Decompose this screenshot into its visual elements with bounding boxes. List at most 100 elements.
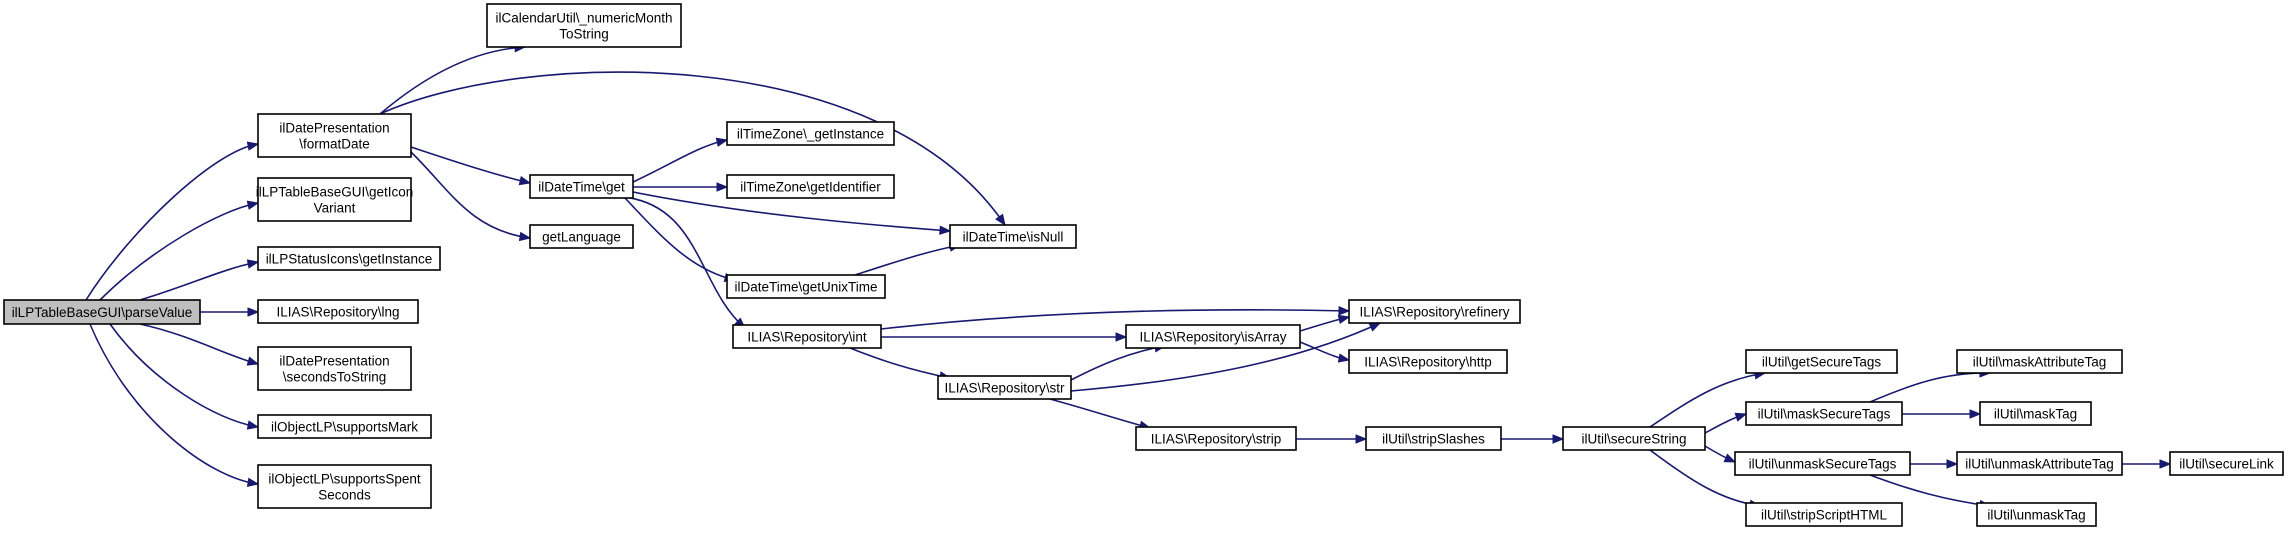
edge-line (632, 191, 951, 232)
node-box (257, 177, 412, 222)
node-unmaskSecureTags[interactable]: ilUtil\unmaskSecureTags (1734, 451, 1911, 476)
edge-unmaskSecureTags-to-unmaskAttributeTag (1910, 459, 1959, 469)
node-label: ilUtil\unmaskSecureTags (1749, 457, 1897, 472)
node-secureLink[interactable]: ilUtil\secureLink (2169, 451, 2284, 476)
node-box (726, 274, 886, 299)
edge-line (632, 139, 728, 183)
edge-isArray-to-http (1299, 341, 1351, 363)
edge-dtGet-to-repoInt (629, 197, 746, 329)
node-label: ilUtil\secureLink (2179, 457, 2274, 472)
node-box (1745, 502, 1903, 527)
node-label: ilCalendarUtil\_numericMonth (495, 11, 672, 26)
node-getLanguage[interactable]: getLanguage (529, 224, 634, 249)
node-box (529, 224, 634, 249)
node-box (529, 174, 634, 199)
node-label: ilTimeZone\getIdentifier (740, 180, 881, 195)
edge-strip-to-stripSlashes (1296, 434, 1368, 444)
node-label: \formatDate (299, 137, 370, 152)
edge-dtGet-to-tzGetInstance (632, 137, 729, 183)
node-statusGetInstance[interactable]: ilLPStatusIcons\getInstance (257, 246, 441, 271)
edge-repoStr-to-strip (1049, 398, 1152, 430)
edge-root-to-formatDate (85, 141, 260, 301)
node-label: ilUtil\unmaskTag (1987, 508, 2085, 523)
node-dtGet[interactable]: ilDateTime\get (529, 174, 634, 199)
arrowhead (247, 307, 260, 317)
node-maskTag[interactable]: ilUtil\maskTag (1979, 401, 2092, 426)
node-maskSecureTags[interactable]: ilUtil\maskSecureTags (1745, 401, 1903, 426)
node-label: getLanguage (542, 230, 621, 245)
edge-line (854, 244, 961, 276)
node-strip[interactable]: ILIAS\Repository\strip (1135, 426, 1297, 451)
edge-unmaskAttributeTag-to-secureLink (2122, 459, 2172, 469)
arrowhead (246, 141, 260, 151)
arrowhead (1723, 453, 1737, 463)
edge-root-to-secondsToString (139, 323, 260, 366)
node-box (1745, 401, 1903, 426)
node-http[interactable]: ILIAS\Repository\http (1348, 349, 1508, 374)
arrowhead (995, 213, 1006, 227)
arrowhead (246, 259, 260, 269)
node-label: ilUtil\getSecureTags (1762, 355, 1882, 370)
arrowhead (1969, 409, 1982, 419)
node-unmaskTag[interactable]: ilUtil\unmaskTag (1976, 502, 2097, 527)
node-label: ilUtil\unmaskAttributeTag (1965, 457, 2114, 472)
node-unmaskAttributeTag[interactable]: ilUtil\unmaskAttributeTag (1956, 451, 2123, 476)
edge-line (379, 71, 1006, 226)
edge-line (624, 197, 736, 281)
edge-repoStr-to-isArray (1070, 343, 1167, 381)
node-formatDate[interactable]: ilDatePresentation\formatDate (257, 113, 412, 158)
arrowhead (716, 182, 729, 192)
arrowhead (939, 225, 952, 235)
node-repoInt[interactable]: ILIAS\Repository\int (732, 324, 882, 349)
arrowhead (715, 137, 729, 147)
node-stripScriptHTML[interactable]: ilUtil\stripScriptHTML (1745, 502, 1903, 527)
node-getUnixTime[interactable]: ilDateTime\getUnixTime (726, 274, 886, 299)
edge-formatDate-to-getLanguage (410, 151, 532, 242)
arrowhead (1734, 412, 1748, 422)
node-stripSlashes[interactable]: ilUtil\stripSlashes (1365, 426, 1502, 451)
node-box (3, 299, 201, 325)
node-box (949, 224, 1077, 249)
node-refinery[interactable]: ILIAS\Repository\refinery (1348, 299, 1521, 324)
node-secondsToString[interactable]: ilDatePresentation\secondsToString (257, 346, 412, 391)
node-box (257, 414, 432, 439)
node-box (1562, 426, 1706, 451)
node-root[interactable]: ilLPTableBaseGUI\parseValue (3, 299, 201, 325)
node-label: ilDateTime\get (538, 180, 625, 195)
edge-root-to-statusGetInstance (139, 259, 260, 301)
edge-line (1049, 398, 1151, 429)
node-tzGetInstance[interactable]: ilTimeZone\_getInstance (726, 121, 895, 146)
node-label: ilDatePresentation (279, 121, 389, 136)
edge-line (629, 197, 746, 329)
node-label: ilTimeZone\_getInstance (737, 127, 884, 142)
edge-root-to-lng (200, 307, 260, 317)
node-label: ILIAS\Repository\str (944, 381, 1065, 396)
node-maskAttributeTag[interactable]: ilUtil\maskAttributeTag (1956, 349, 2123, 374)
node-box (257, 299, 419, 324)
node-lng[interactable]: ILIAS\Repository\lng (257, 299, 419, 324)
edge-line (89, 323, 259, 485)
node-isNull[interactable]: ilDateTime\isNull (949, 224, 1077, 249)
edge-line (109, 323, 259, 428)
node-box (257, 246, 441, 271)
node-label: ILIAS\Repository\int (747, 330, 867, 345)
node-label: Seconds (318, 488, 371, 503)
node-secureString[interactable]: ilUtil\secureString (1562, 426, 1706, 451)
node-getSecureTags[interactable]: ilUtil\getSecureTags (1745, 349, 1898, 374)
node-label: ILIAS\Repository\lng (276, 305, 399, 320)
node-tzGetIdentifier[interactable]: ilTimeZone\getIdentifier (726, 174, 895, 199)
node-repoStr[interactable]: ILIAS\Repository\str (937, 375, 1072, 400)
node-supportsMark[interactable]: ilObjectLP\supportsMark (257, 414, 432, 439)
node-isArray[interactable]: ILIAS\Repository\isArray (1125, 324, 1301, 349)
node-label: ilLPStatusIcons\getInstance (266, 252, 433, 267)
edge-line (139, 323, 259, 365)
edge-repoStr-to-refinery (1070, 322, 1382, 392)
arrowhead (2159, 459, 2172, 469)
edge-maskSecureTags-to-maskTag (1902, 409, 1982, 419)
node-label: ILIAS\Repository\isArray (1139, 330, 1286, 345)
edge-root-to-getIconVariant (99, 200, 260, 301)
node-box (1365, 426, 1502, 451)
